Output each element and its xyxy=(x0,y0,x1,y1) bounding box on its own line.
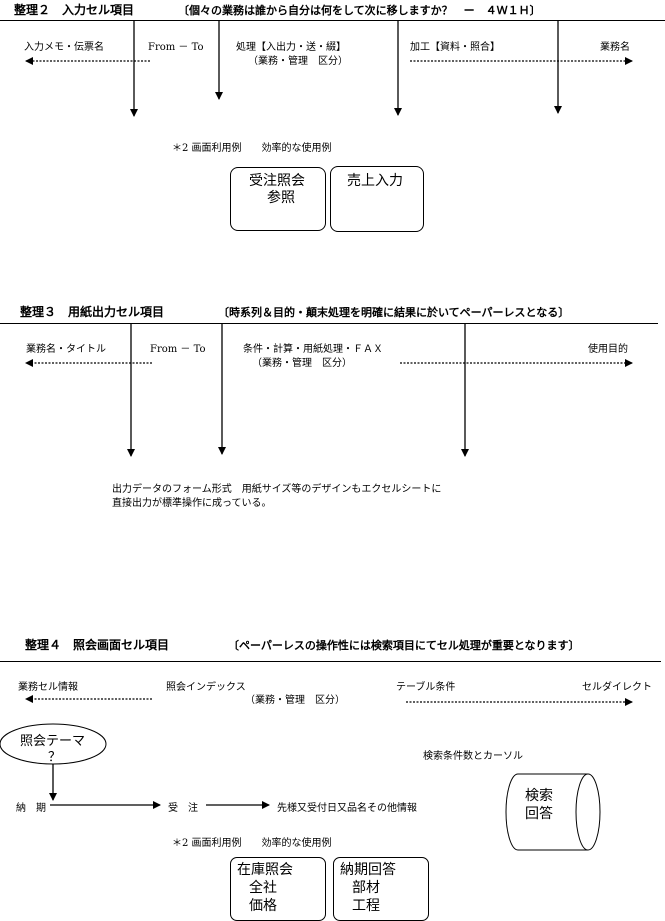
s2-label-process: 処理【入出力・送・綴】 xyxy=(236,42,346,53)
s4-flow-order: 受 注 xyxy=(168,803,198,814)
s3-label-conditions: 条件・計算・用紙処理・ＦＡＸ xyxy=(243,344,383,355)
section3-rule xyxy=(0,323,658,324)
s4-box-delivery-line1: 納期回答 xyxy=(340,862,396,878)
s4-box-delivery-answer[interactable]: 納期回答 部材 工程 xyxy=(333,857,429,921)
section4-subtitle: 〔ペーパーレスの操作性には検索項目にてセル処理が重要となります〕 xyxy=(228,639,580,652)
s4-label-table-conditions: テーブル条件 xyxy=(396,682,456,693)
section4-title: 整理４ 照会画面セル項目 xyxy=(25,638,170,652)
s3-label-business-title: 業務名・タイトル xyxy=(26,344,106,355)
s2-label-from-to: From － To xyxy=(148,42,204,53)
s4-flow-delivery: 納 期 xyxy=(16,803,46,814)
section3-title: 整理３ 用紙出力セル項目 xyxy=(20,305,165,319)
s4-label-cell-direct: セルダイレクト xyxy=(582,682,652,693)
s2-label-business-name: 業務名 xyxy=(600,42,630,53)
s4-box-stock-line3: 価格 xyxy=(249,898,277,914)
s2-box-sales-input-line1: 売上入力 xyxy=(347,173,403,189)
s4-box-delivery-line2: 部材 xyxy=(352,880,380,896)
section4-rule xyxy=(0,661,661,662)
s4-box-stock-inquiry[interactable]: 在庫照会 全社 価格 xyxy=(230,857,326,921)
s3-label-from-to: From － To xyxy=(150,344,206,355)
s2-label-input-memo: 入力メモ・伝票名 xyxy=(24,42,104,53)
s4-cylinder-inner-arc xyxy=(575,773,589,851)
s3-note-line2: 直接出力が標準操作に成っている。 xyxy=(112,498,272,509)
s2-label-process-category: （業務・管理 区分） xyxy=(248,56,348,67)
s4-search-answer-cylinder[interactable]: 検索 回答 xyxy=(510,773,602,851)
s2-box-order-inquiry[interactable]: 受注照会 参照 xyxy=(230,167,326,231)
s4-search-note: 検索条件数とカーソル xyxy=(423,751,523,762)
s4-inquiry-theme[interactable]: 照会テーマ ？ xyxy=(0,723,108,765)
s4-inquiry-theme-line1: 照会テーマ xyxy=(20,734,86,749)
s2-box-sales-input[interactable]: 売上入力 xyxy=(330,166,424,232)
s3-label-purpose: 使用目的 xyxy=(588,344,628,355)
section3-subtitle: 〔時系列＆目的・顛末処理を明確に結果に於いてペーパーレスとなる〕 xyxy=(218,306,570,319)
s4-cylinder-line2: 回答 xyxy=(525,806,553,822)
s3-note-line1: 出力データのフォーム形式 用紙サイズ等のデザインもエクセルシートに xyxy=(112,484,442,495)
s4-label-cell-info: 業務セル情報 xyxy=(18,682,78,693)
s4-cylinder-body xyxy=(505,773,601,851)
s4-label-inquiry-category: （業務・管理 区分） xyxy=(245,695,345,706)
s2-box-order-inquiry-line2: 参照 xyxy=(267,190,295,206)
s4-box-delivery-line3: 工程 xyxy=(352,898,380,914)
s4-box-stock-line2: 全社 xyxy=(249,880,277,896)
s4-inquiry-theme-line2: ？ xyxy=(48,750,62,765)
s4-theme-ellipse xyxy=(0,723,107,765)
s2-label-processing: 加工【資料・照合】 xyxy=(410,42,500,53)
section2-subtitle: 〔個々の業務は誰から自分は何をして次に移しますか？ ー ４Ｗ１Ｈ〕 xyxy=(178,4,541,17)
s4-label-inquiry-index: 照会インデックス xyxy=(166,682,246,693)
s4-box-stock-line1: 在庫照会 xyxy=(237,862,293,878)
section2-rule xyxy=(0,20,665,21)
s2-usage-note: ＊2 画面利用例 効率的な使用例 xyxy=(172,143,332,154)
s4-usage-note: ＊2 画面利用例 効率的な使用例 xyxy=(172,838,332,849)
s4-cylinder-line1: 検索 xyxy=(525,788,553,804)
s3-label-conditions-category: （業務・管理 区分） xyxy=(252,358,352,369)
s2-box-order-inquiry-line1: 受注照会 xyxy=(249,173,305,189)
section2-title: 整理２ 入力セル項目 xyxy=(14,3,135,17)
s4-flow-customer-info: 先様又受付日又品名その他情報 xyxy=(277,803,417,814)
